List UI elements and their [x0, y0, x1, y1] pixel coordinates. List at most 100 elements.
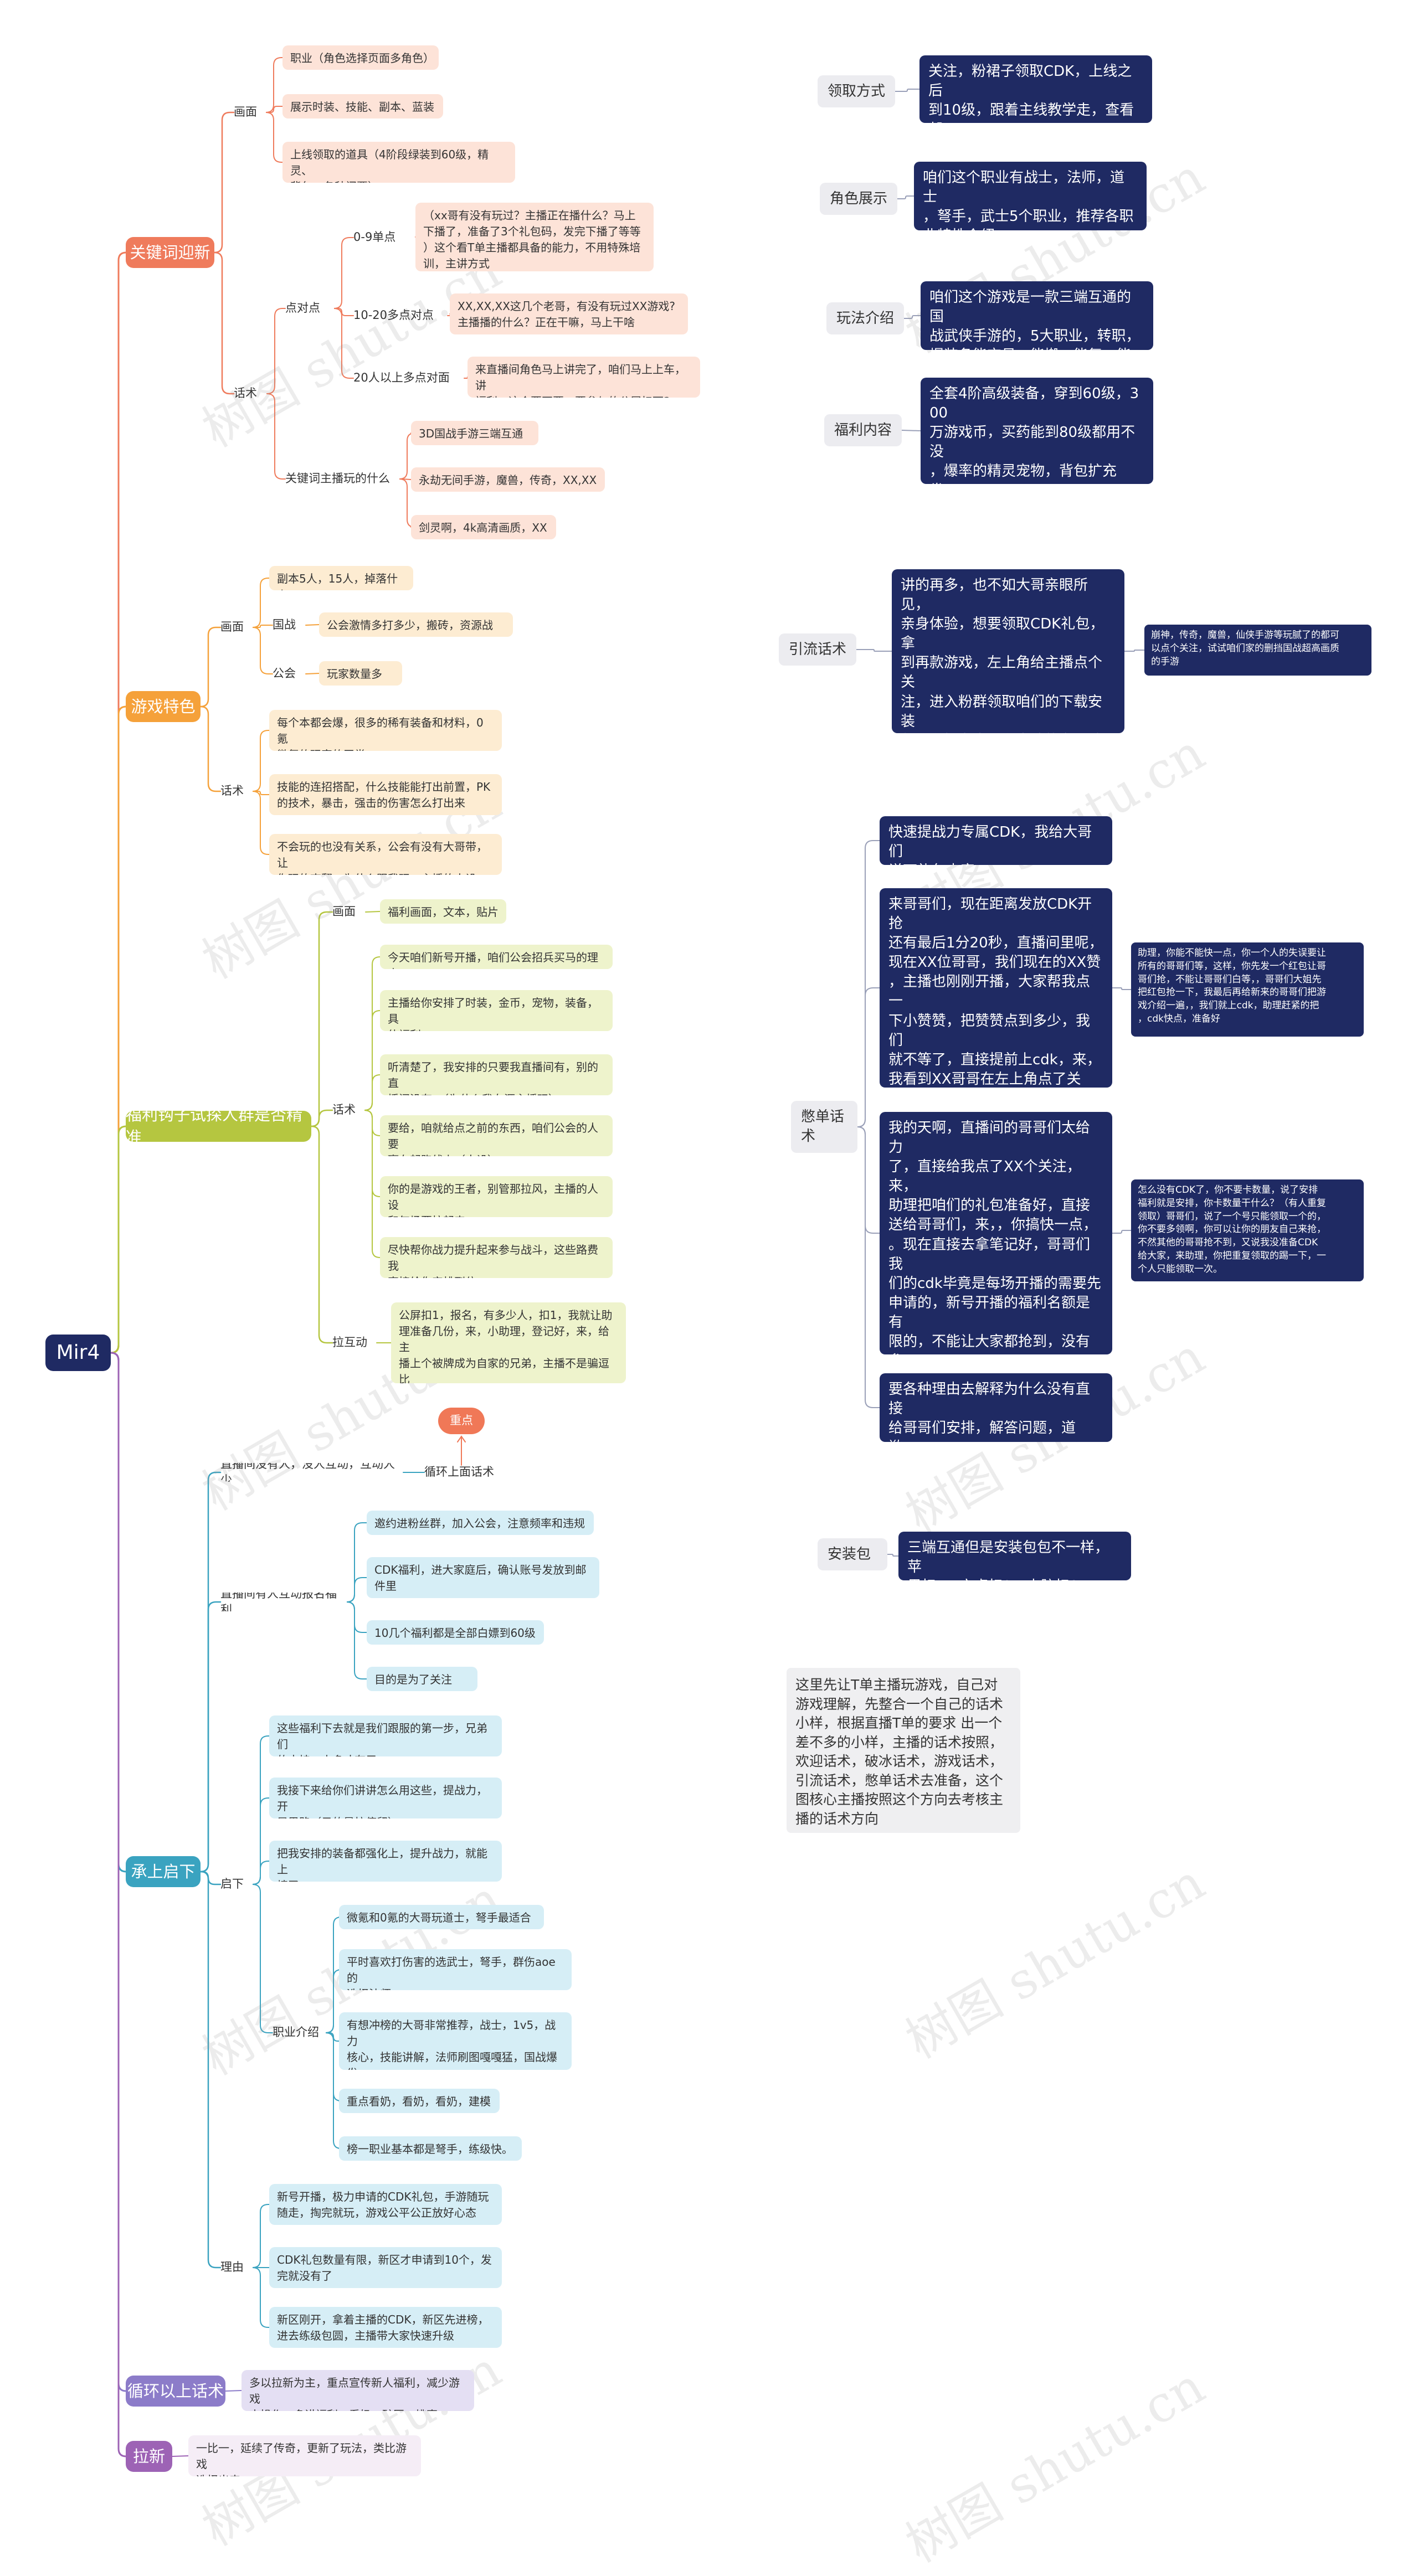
urge-talk-side[interactable]: 怎么没有CDK了，你不要卡数量，说了安排 福利就是安排，你卡数量干什么？（有人重…	[1131, 1179, 1364, 1281]
urge-talk-block[interactable]: 快速提战力专属CDK，我给大哥们 说下礼包内容	[880, 816, 1112, 865]
guide-talk-content[interactable]: 讲的再多，也不如大哥亲眼所见， 亲身体验，想要领取CDK礼包，拿 到再款游戏，左…	[892, 569, 1124, 733]
connector-line	[199, 1871, 222, 2269]
urge-talk-side[interactable]: 助理，你能不能快一点，你一个人的失误要让 所有的哥哥们等，这样，你先发一个红包让…	[1131, 942, 1364, 1037]
branch-transition[interactable]: 承上启下	[126, 1856, 201, 1887]
branch-keyword-welcome[interactable]: 关键词迎新	[126, 237, 214, 268]
hook-talk-item[interactable]: 今天咱们新号开播，咱们公会招兵买马的理由	[380, 945, 613, 969]
connector-line	[266, 106, 283, 113]
hook-screen-item[interactable]: 福利画面，文本，贴片	[380, 899, 506, 924]
root-node[interactable]: Mir4	[45, 1335, 111, 1371]
hook-sub-interaction[interactable]: 拉互动	[332, 1336, 367, 1349]
gameplay-intro-label[interactable]: 玩法介绍	[826, 302, 904, 334]
keyword-screen-item[interactable]: 上线领取的道具（4阶段绿装到60级，精灵、 背包、各种门票）	[282, 142, 515, 183]
transition-next-item[interactable]: 我接下来给你们讲讲怎么用这些，提战力，开 局思路（目的是拉停留）	[269, 1778, 502, 1818]
claim-method-label[interactable]: 领取方式	[818, 75, 895, 107]
branch-loop-talk[interactable]: 循环以上话术	[126, 2376, 225, 2407]
features-screen-item[interactable]: 公会激情多打多少，搬砖，资源战	[319, 612, 513, 637]
features-sub-screen[interactable]: 画面	[220, 620, 244, 634]
keyword-point-range[interactable]: 10-20多点对点	[353, 308, 434, 322]
connector-line	[253, 625, 273, 628]
urge-talk-block[interactable]: 来哥哥们，现在距离发放CDK开抢 还有最后1分20秒，直播间里呢， 现在XX位哥…	[880, 888, 1112, 1088]
transition-next[interactable]: 启下	[220, 1877, 244, 1891]
transition-job-intro[interactable]: 职业介绍	[273, 2026, 319, 2039]
role-showcase-label[interactable]: 角色展示	[820, 183, 897, 215]
keyword-hot-topic[interactable]: 关键词主播玩的什么	[285, 472, 390, 486]
urge-talk-label[interactable]: 憋单话 术	[791, 1101, 857, 1153]
transition-job-item[interactable]: 重点看奶，看奶，看奶，建模	[339, 2089, 500, 2113]
connector-line	[856, 649, 892, 652]
hook-sub-screen[interactable]: 画面	[332, 905, 356, 919]
keyword-point-to-point[interactable]: 点对点	[285, 301, 320, 315]
keyword-screen-item[interactable]: 展示时装、技能、副本、蓝装	[282, 94, 443, 119]
urge-talk-block[interactable]: 要各种理由去解释为什么没有直接 给哥哥们安排，解答问题，道歉， 找理由	[880, 1373, 1112, 1442]
features-screen-item[interactable]: 玩家数量多	[319, 661, 402, 686]
transition-job-item[interactable]: 榜一职业基本都是弩手，练级快。	[339, 2136, 522, 2161]
connector-line	[252, 730, 270, 792]
branch-welfare-hook[interactable]: 福利钩子试探人群是否精准	[126, 1111, 311, 1142]
hook-talk-item[interactable]: 尽快帮你战力提升起来参与战斗，这些路费我 直接给你安排到位	[380, 1237, 613, 1278]
features-screen-item[interactable]: 副本5人，15人，掉落什么	[269, 566, 413, 590]
keyword-sub-talk[interactable]: 话术	[234, 387, 257, 400]
pull-new-item[interactable]: 一比一，延续了传奇，更新了玩法，类比游戏 选择出来	[188, 2435, 421, 2476]
loop-talk-item[interactable]: 多以拉新为主，重点宣传新人福利，减少游戏 内操作，多讲福利，看奶，矿区，挑事	[242, 2370, 474, 2411]
keyword-hot-item[interactable]: 剑灵啊，4k高清画质，XX	[411, 515, 556, 539]
install-package-content[interactable]: 三端互通但是安装包包不一样，苹 果扣1，安卓扣2，电脑扣3	[898, 1532, 1131, 1580]
branch-pull-new[interactable]: 拉新	[126, 2441, 172, 2472]
features-national-war[interactable]: 国战	[273, 618, 296, 632]
transition-welfare-item[interactable]: 邀约进粉丝群，加入公会，注意频率和违规	[367, 1511, 594, 1535]
connector-line	[110, 1352, 127, 2457]
transition-no-audience[interactable]: 直播间没有人，没人互动，互动人少	[220, 1463, 395, 1482]
hook-talk-item[interactable]: 主播给你安排了时装，金币，宠物，装备，具 体福利	[380, 990, 613, 1031]
transition-reason[interactable]: 理由	[220, 2260, 244, 2274]
transition-reason-item[interactable]: 新号开播，极力申请的CDK礼包，手游随玩 随走，掏完就玩，游戏公平公正放好心态	[269, 2184, 502, 2225]
transition-next-item[interactable]: 这些福利下去就是我们跟服的第一步，兄弟们 的支持，人多才有用	[269, 1715, 502, 1756]
connector-line	[266, 393, 286, 480]
urge-talk-block[interactable]: 我的天啊，直播间的哥哥们太给力 了，直接给我点了XX个关注，来， 助理把咱们的礼…	[880, 1112, 1112, 1354]
connector-line	[110, 1125, 127, 1354]
transition-reason-item[interactable]: CDK礼包数量有限，新区才申请到10个，发 完就没有了	[269, 2247, 502, 2288]
connector-line	[365, 911, 381, 913]
transition-next-item[interactable]: 把我安排的装备都强化上，提升战力，就能上 榜了	[269, 1841, 502, 1882]
watermark: 树图 shutu.cn	[896, 2357, 1215, 2574]
connector-line	[903, 315, 921, 319]
connector-line	[310, 1125, 333, 1344]
transition-welfare-item[interactable]: 10几个福利都是全部白嫖到60级	[367, 1620, 544, 1645]
hook-interaction-item[interactable]: 公屏扣1，报名，有多少人，扣1，我就让助 理准备几份，来，小助理，登记好，来，给…	[391, 1302, 626, 1383]
keyword-point-text[interactable]: 来直播间角色马上讲完了，咱们马上上车，讲 福利，这个要不要，要参与的公屏扣下2	[467, 357, 700, 398]
transition-reason-item[interactable]: 新区刚开，拿着主播的CDK，新区先进榜， 进去练级包圆，主播带大家快速升级	[269, 2307, 502, 2348]
keyword-screen-item[interactable]: 职业（角色选择页面多角色）	[282, 45, 439, 70]
keyword-hot-item[interactable]: 3D国战手游三端互通	[411, 421, 538, 445]
keyword-point-range[interactable]: 0-9单点	[353, 230, 396, 244]
transition-job-item[interactable]: 平时喜欢打伤害的选武士，弩手，群伤aoe的 选择法师	[339, 1949, 572, 1990]
keyword-point-text[interactable]: （xx哥有没有玩过？主播正在播什么？马上 下播了，准备了3个礼包码，发完下播了等…	[415, 203, 654, 271]
hook-sub-talk[interactable]: 话术	[332, 1103, 356, 1117]
transition-welfare[interactable]: 直播间有人互动报名福利	[220, 1593, 337, 1611]
hook-talk-item[interactable]: 你的是游戏的王者，别管那拉风，主播的人设 和气场要拉起来	[380, 1176, 613, 1217]
keyword-hot-item[interactable]: 永劫无间手游，魔兽，传奇，XX,XX	[411, 467, 605, 492]
welfare-content-content[interactable]: 全套4阶高级装备，穿到60级，300 万游戏币，买药能到80级都用不没 ，爆率的…	[921, 378, 1153, 484]
hook-talk-item[interactable]: 要给，咱就给点之前的东西，咱们公会的人要 赢在起跑线上（人设）	[380, 1115, 613, 1156]
guide-talk-label[interactable]: 引流话术	[779, 633, 856, 666]
hook-talk-item[interactable]: 听清楚了，我安排的只要我直播间有，别的直 播间没有，（为什么我在源主播玩）	[380, 1054, 613, 1095]
gameplay-intro-content[interactable]: 咱们这个游戏是一款三端互通的国 战武侠手游的，5大职业，转职， 爆装备能交易，能…	[921, 281, 1153, 350]
focus-tag[interactable]: 重点	[438, 1408, 485, 1434]
transition-welfare-item[interactable]: 目的是为了关注	[367, 1667, 477, 1691]
features-talk-item[interactable]: 每个本都会爆，很多的稀有装备和材料，0氪 微氪的玩家的天堂	[269, 710, 502, 751]
branch-game-features[interactable]: 游戏特色	[126, 691, 201, 722]
welfare-content-label[interactable]: 福利内容	[824, 414, 902, 446]
transition-job-item[interactable]: 微氪和0氪的大哥玩道士，弩手最适合	[339, 1905, 544, 1929]
transition-welfare-item[interactable]: CDK福利，进大家庭后，确认账号发放到邮 件里	[367, 1557, 599, 1598]
features-talk-item[interactable]: 技能的连招搭配，什么技能能打出前置，PK 的技术，暴击，强击的伤害怎么打出来	[269, 774, 502, 815]
role-showcase-content[interactable]: 咱们这个职业有战士，法师，道士 ，弩手，武士5个职业，推荐各职 业特性介绍	[914, 162, 1147, 230]
transition-job-item[interactable]: 有想冲榜的大哥非常推荐，战士，1v5，战力 核心，技能讲解，法师刷图嘎嘎猛，国战…	[339, 2012, 572, 2070]
keyword-point-range[interactable]: 20人以上多点对面	[353, 371, 450, 385]
keyword-sub-screen[interactable]: 画面	[234, 105, 257, 119]
keyword-point-text[interactable]: XX,XX,XX这几个老哥，有没有玩过XX游戏? 主播播的什么？正在干嘛，马上干…	[450, 293, 688, 334]
features-guild[interactable]: 公会	[273, 667, 296, 681]
guide-talk-side[interactable]: 崩神，传奇，魔兽，仙侠手游等玩腻了的都可 以点个关注，试试咱们家的删挡国战超高画…	[1144, 625, 1371, 676]
claim-method-content[interactable]: 关注，粉裙子领取CDK，上线之后 到10级，跟着主线教学走，查看邮 件领取装备	[919, 55, 1152, 123]
transition-loop[interactable]: 循环上面话术	[424, 1465, 494, 1479]
install-package-label[interactable]: 安装包	[818, 1538, 887, 1570]
features-sub-talk[interactable]: 话术	[220, 784, 244, 798]
features-talk-item[interactable]: 不会玩的也没有关系，公会有没有大哥带，让 你玩的爽翻，为什么跟我玩，主播的人设	[269, 834, 502, 875]
